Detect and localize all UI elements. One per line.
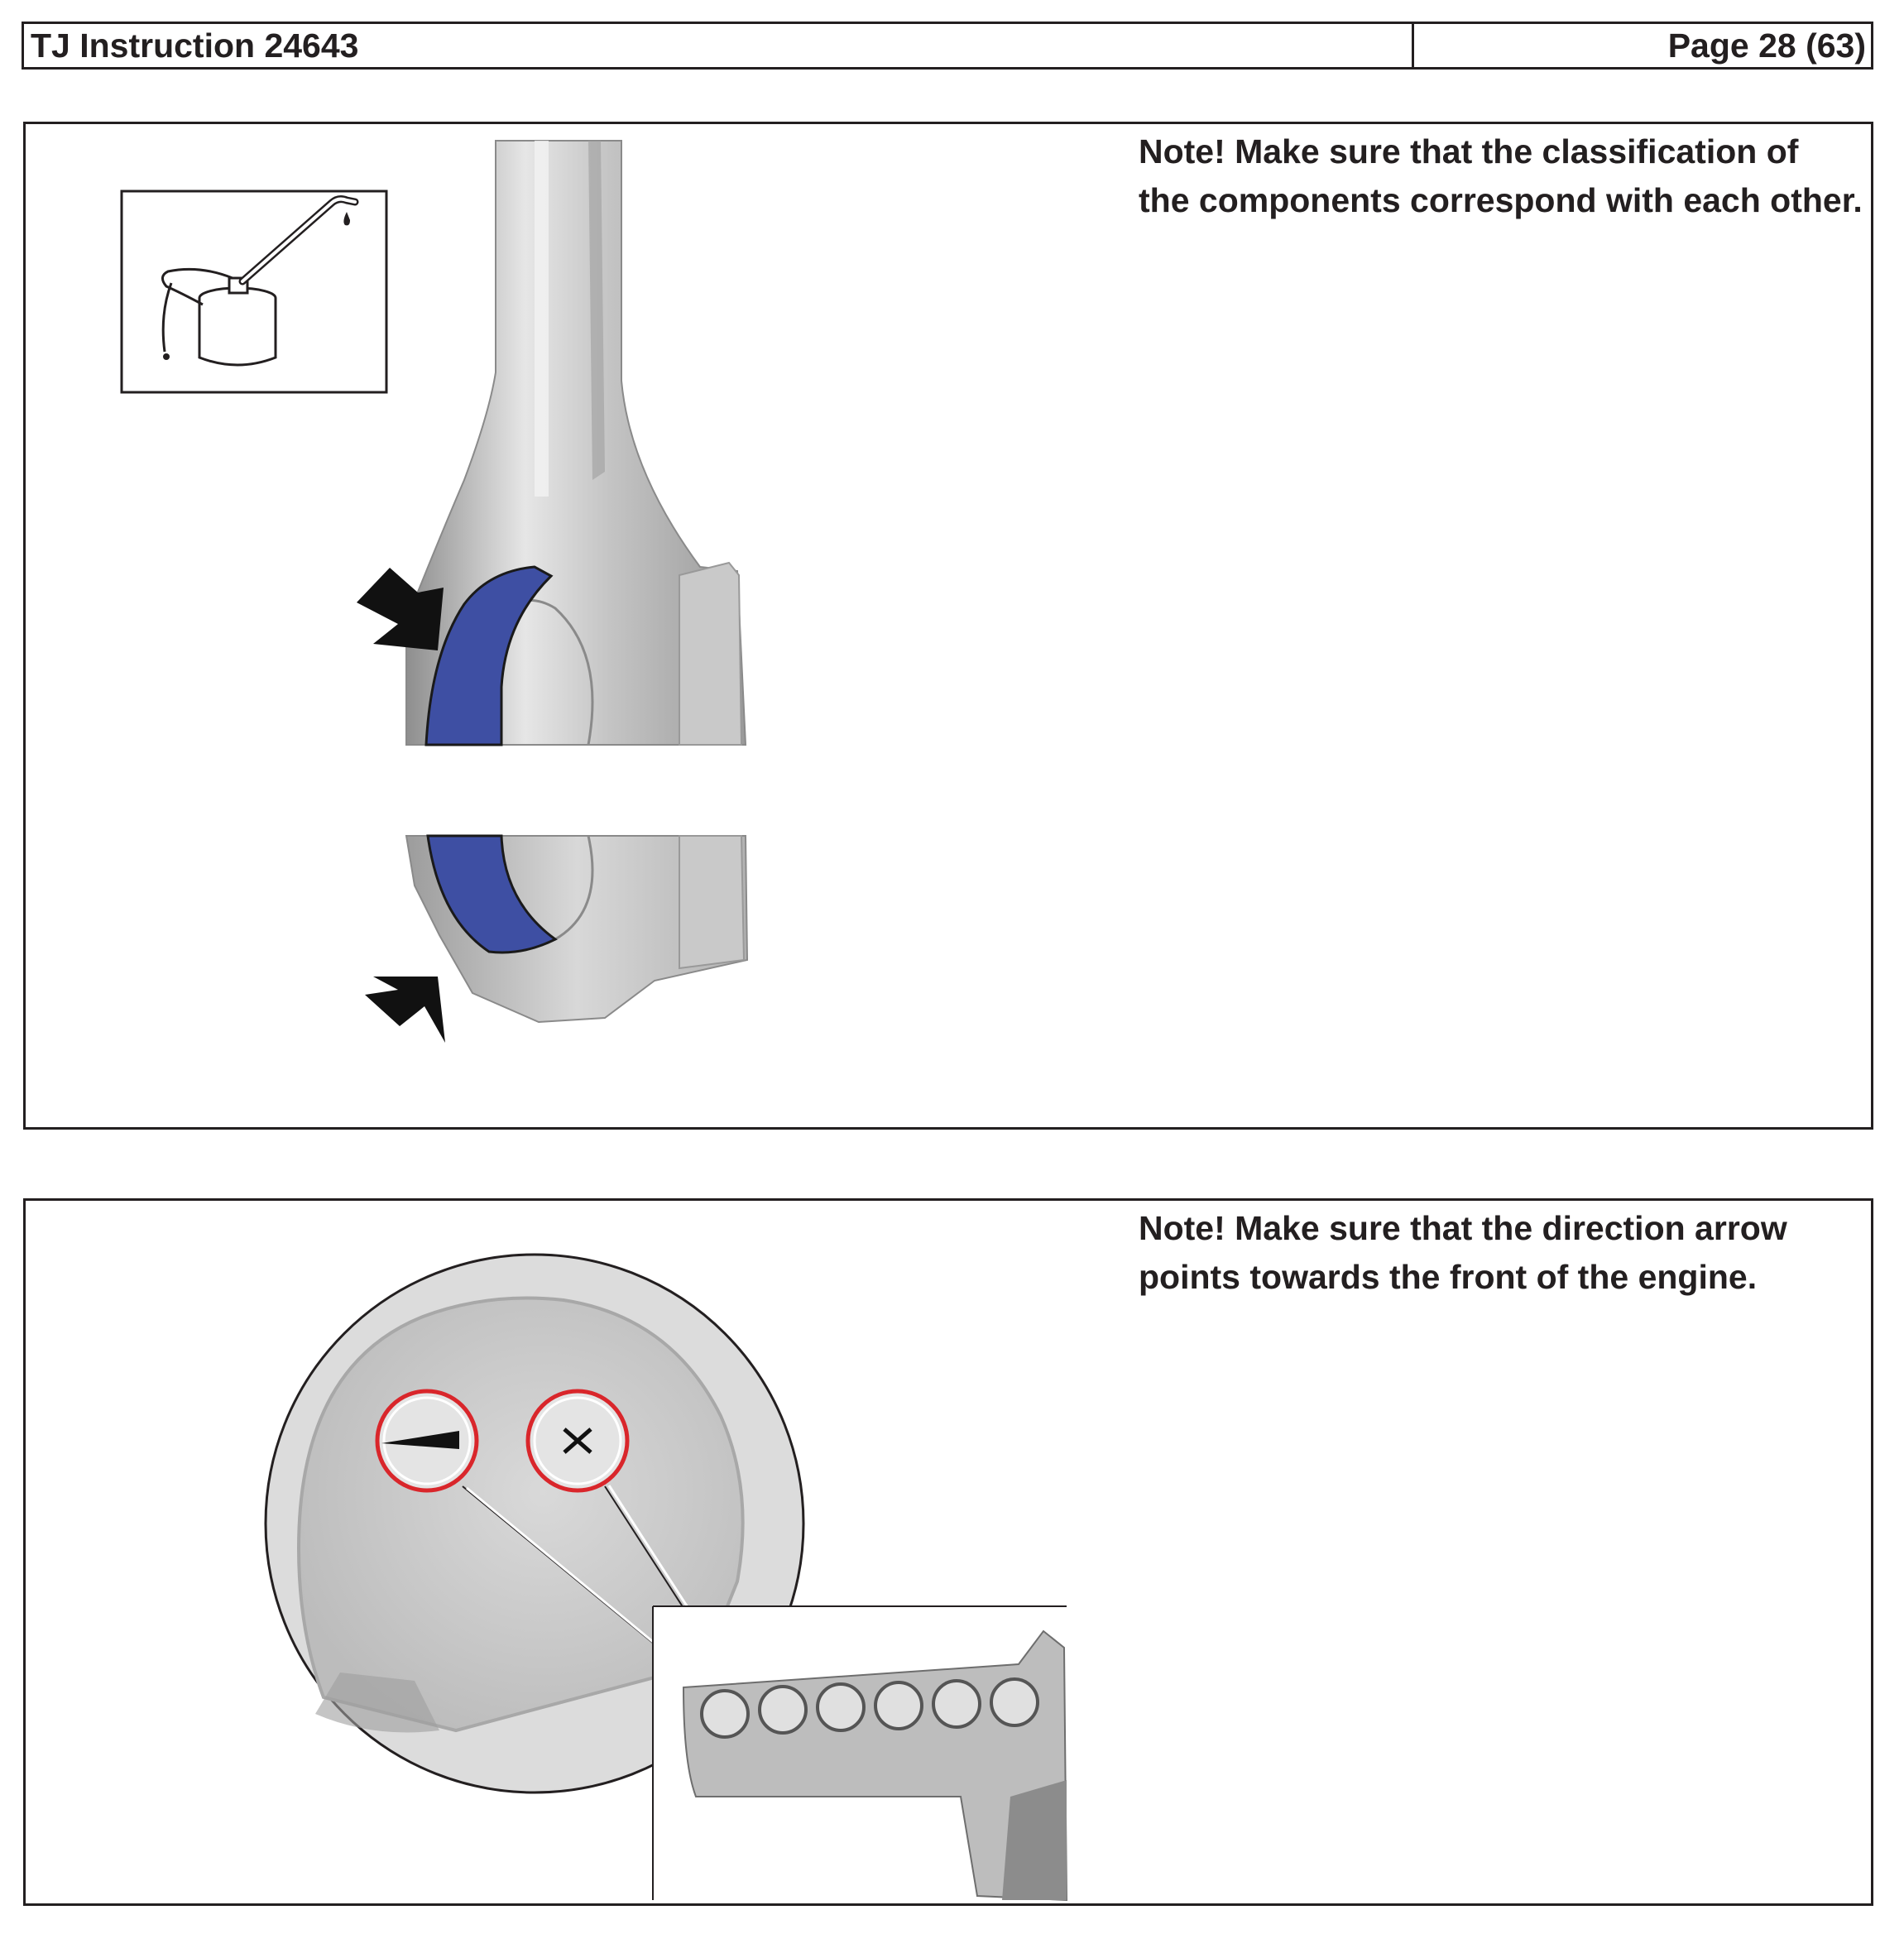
note-line: points towards the front of the engine. <box>1139 1258 1758 1296</box>
connecting-rod-upper <box>405 140 747 746</box>
connecting-rod-illustration <box>120 140 749 1043</box>
page-header: TJ Instruction 24643 Page 28 (63) <box>22 22 1873 70</box>
note-direction: Note! Make sure that the direction arrow… <box>1139 1204 1867 1302</box>
cross-mark <box>563 1428 592 1454</box>
note-classification: Note! Make sure that the classification … <box>1139 127 1867 225</box>
direction-arrow-mark <box>381 1431 459 1449</box>
cross-mark-callout <box>525 1389 630 1493</box>
instruction-panel-piston-direction: Note! Make sure that the direction arrow… <box>23 1198 1873 1906</box>
note-line: Note! Make sure that the classification … <box>1139 132 1799 170</box>
connecting-rod-cap <box>405 834 749 1024</box>
direction-arrow-callout <box>375 1389 479 1493</box>
arrow-pointer-lower <box>365 977 445 1043</box>
document-title: TJ Instruction 24643 <box>24 24 1414 67</box>
note-line: Note! Make sure that the direction arrow <box>1139 1209 1787 1247</box>
instruction-panel-bearing-shells: Note! Make sure that the classification … <box>23 122 1873 1130</box>
note-line: the components correspond with each othe… <box>1139 181 1863 219</box>
engine-block-inset <box>652 1605 1085 1902</box>
page-number: Page 28 (63) <box>1667 26 1866 65</box>
arrow-pointer-upper <box>357 568 444 650</box>
oil-can-icon <box>120 190 388 394</box>
piston-crown-illustration <box>264 1253 1085 1902</box>
